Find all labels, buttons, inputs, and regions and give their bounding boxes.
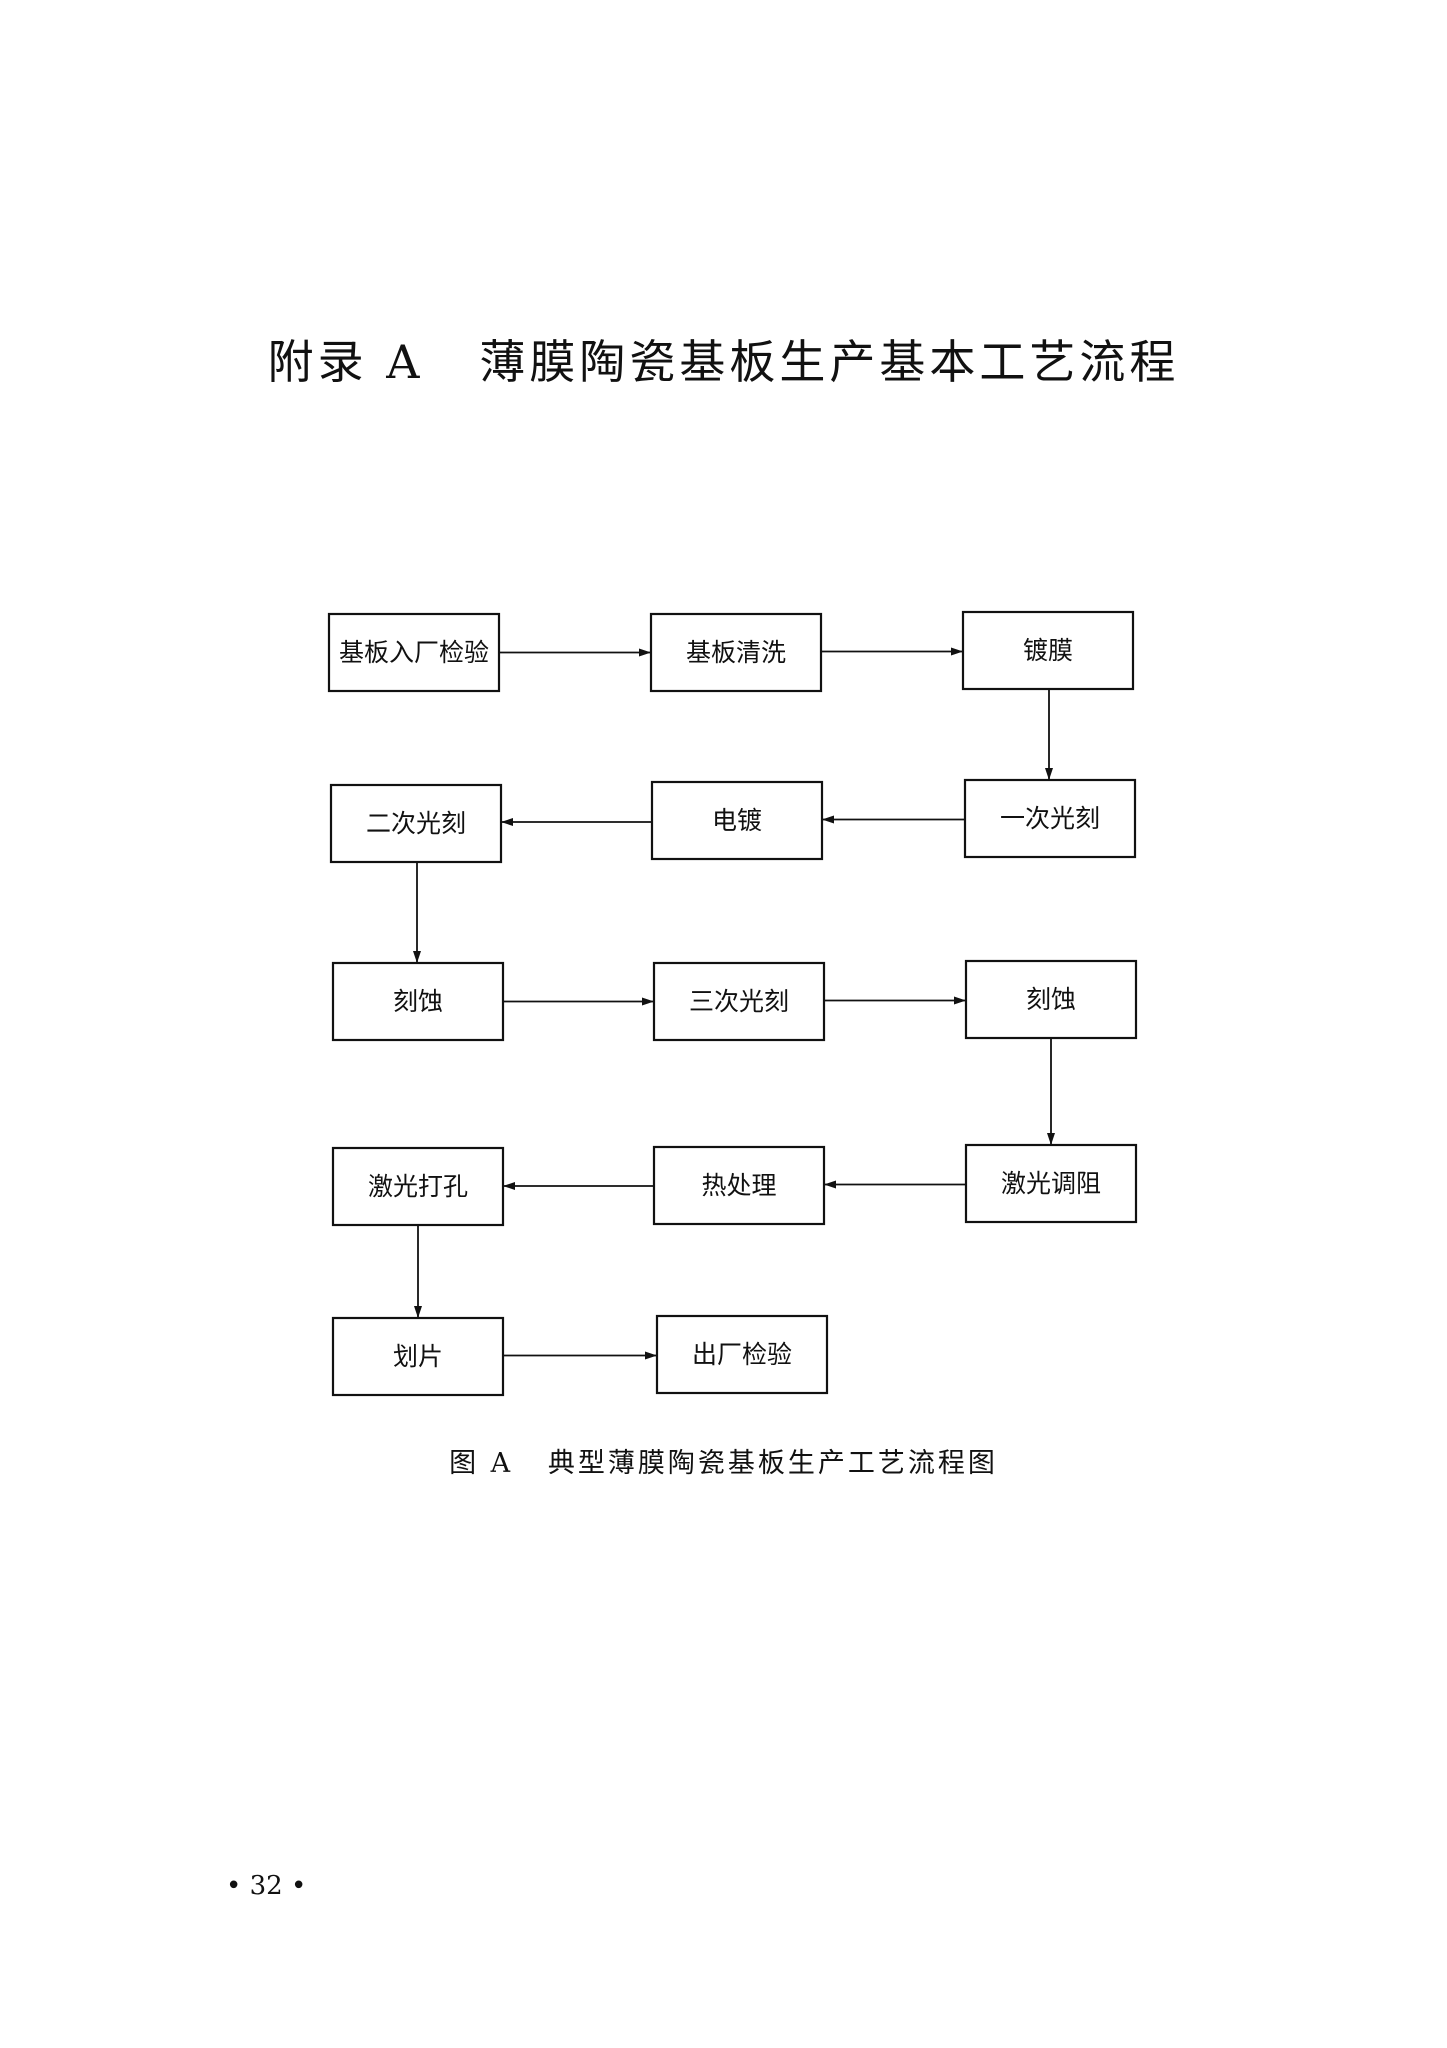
flow-step-box (652, 1145, 826, 1226)
flow-step-n7: 刻蚀 (331, 961, 505, 1042)
flow-step-label: 三次光刻 (689, 987, 789, 1016)
flow-step-label: 激光打孔 (368, 1172, 468, 1201)
flow-step-label: 激光调阻 (1001, 1169, 1101, 1198)
flow-step-box (655, 1314, 829, 1395)
page-title: 附录 A 薄膜陶瓷基板生产基本工艺流程 (267, 335, 1180, 389)
flow-step-n13: 划片 (331, 1316, 505, 1397)
flow-step-n14: 出厂检验 (655, 1314, 829, 1395)
flow-step-n5: 电镀 (650, 780, 824, 861)
flow-step-box (327, 612, 501, 693)
flow-step-label: 热处理 (701, 1171, 776, 1200)
flow-step-label: 刻蚀 (1026, 985, 1076, 1014)
flow-step-label: 刻蚀 (393, 987, 443, 1016)
flow-step-box (964, 1143, 1138, 1224)
flow-step-label: 出厂检验 (692, 1340, 792, 1369)
flow-step-label: 一次光刻 (1000, 804, 1100, 833)
flow-step-box (964, 959, 1138, 1040)
flow-step-box (652, 961, 826, 1042)
flow-step-n9: 刻蚀 (964, 959, 1138, 1040)
flow-step-label: 基板清洗 (686, 638, 786, 667)
flow-step-label: 电镀 (712, 806, 762, 835)
flowchart-edges (413, 647, 1055, 1360)
flow-step-n2: 基板清洗 (649, 612, 823, 693)
figure-caption: 图 A 典型薄膜陶瓷基板生产工艺流程图 (449, 1448, 998, 1479)
flow-step-n6: 二次光刻 (329, 783, 503, 864)
page-number: • 32 • (226, 1871, 307, 1901)
flow-step-n10: 激光调阻 (964, 1143, 1138, 1224)
flow-step-box (331, 1316, 505, 1397)
flow-step-n11: 热处理 (652, 1145, 826, 1226)
flow-step-n4: 一次光刻 (963, 778, 1137, 859)
flow-step-n1: 基板入厂检验 (327, 612, 501, 693)
flow-step-label: 基板入厂检验 (339, 638, 489, 667)
flow-step-n8: 三次光刻 (652, 961, 826, 1042)
flow-step-box (963, 778, 1137, 859)
flow-step-box (331, 961, 505, 1042)
flow-step-label: 镀膜 (1023, 636, 1073, 665)
flow-step-n3: 镀膜 (961, 610, 1135, 691)
flow-step-box (961, 610, 1135, 691)
flow-step-box (650, 780, 824, 861)
flow-step-n12: 激光打孔 (331, 1146, 505, 1227)
flow-step-box (649, 612, 823, 693)
flow-step-box (331, 1146, 505, 1227)
flow-step-label: 二次光刻 (366, 809, 466, 838)
flow-step-label: 划片 (393, 1342, 443, 1371)
flow-step-box (329, 783, 503, 864)
